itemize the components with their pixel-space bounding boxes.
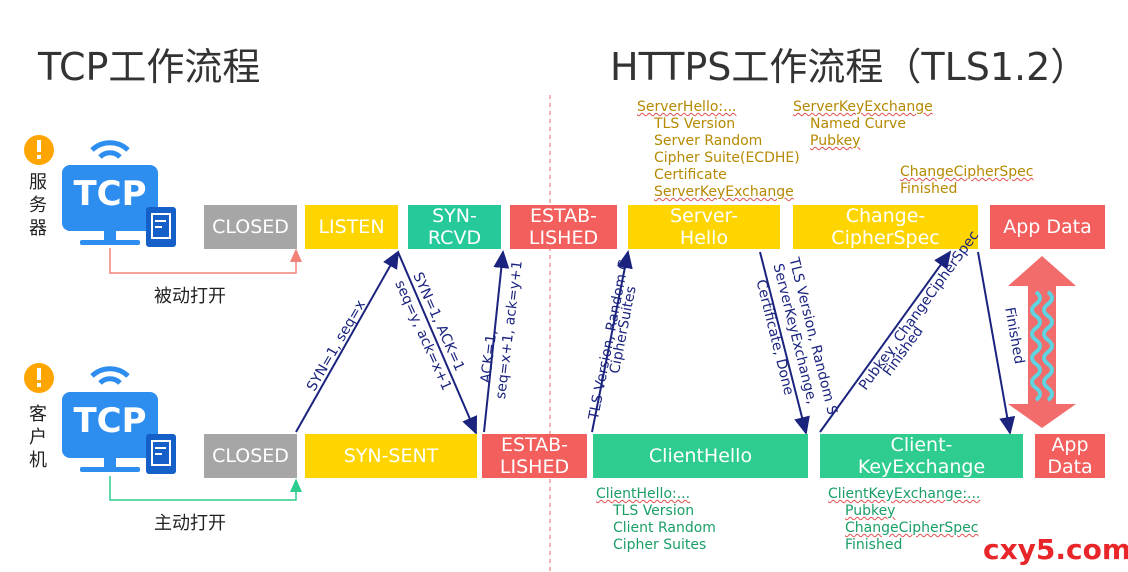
server-state-appdata: App Data	[990, 205, 1105, 249]
clientkey-arrow	[819, 250, 952, 433]
client-state-appdata: App Data	[1035, 434, 1105, 478]
client-state-clienthello: ClientHello	[593, 434, 808, 478]
server-warning-icon	[24, 135, 54, 165]
server-icon-text: TCP	[73, 174, 147, 214]
active-open-label: 主动打开	[154, 513, 226, 534]
passive-open-connector	[109, 248, 302, 274]
https-title: HTTPS工作流程（TLS1.2）	[610, 45, 1089, 89]
client-state-clientkeyexchange: Client- KeyExchange	[820, 434, 1023, 478]
client-monitor-icon	[62, 366, 176, 474]
clienthello-arrow	[591, 250, 633, 433]
active-open-connector	[109, 476, 302, 501]
client-label: 客户机	[29, 404, 47, 471]
synack-arrow	[397, 251, 478, 435]
client-state-closed: CLOSED	[204, 434, 297, 478]
server-state-closed: CLOSED	[204, 205, 297, 249]
watermark: cxy5.com	[983, 533, 1128, 566]
server-state-serverhello: Server- Hello	[628, 205, 780, 249]
changecipher-annotation: ChangeCipherSpec Finished	[900, 164, 1034, 197]
server-label: 服务器	[29, 172, 47, 239]
syn-arrow	[295, 250, 399, 433]
server-state-syn-rcvd: SYN- RCVD	[408, 205, 501, 249]
clienthello-annotation: ClientHello:... TLS Version Client Rando…	[596, 486, 716, 553]
server-state-changecipherspec: Change- CipherSpec	[793, 205, 978, 249]
client-warning-icon	[24, 363, 54, 393]
server-state-listen: LISTEN	[305, 205, 398, 249]
finished-arrow	[977, 251, 1016, 435]
client-icon-text: TCP	[73, 401, 147, 441]
server-monitor-icon	[62, 140, 176, 247]
serverhello-arrow	[759, 251, 810, 435]
ack-arrow	[483, 250, 510, 433]
app-data-exchange-arrow	[1008, 256, 1076, 428]
client-state-established: ESTAB- LISHED	[482, 434, 587, 478]
client-state-syn-sent: SYN-SENT	[305, 434, 477, 478]
serverhello-annotation: ServerHello:... TLS Version Server Rando…	[637, 99, 800, 200]
tcp-title: TCP工作流程	[38, 45, 261, 89]
server-state-established: ESTAB- LISHED	[510, 205, 617, 249]
serverkey-annotation: ServerKeyExchange Named Curve Pubkey	[793, 99, 933, 149]
clientkey-annotation: ClientKeyExchange:... Pubkey ChangeCiphe…	[828, 486, 981, 553]
passive-open-label: 被动打开	[154, 286, 226, 307]
